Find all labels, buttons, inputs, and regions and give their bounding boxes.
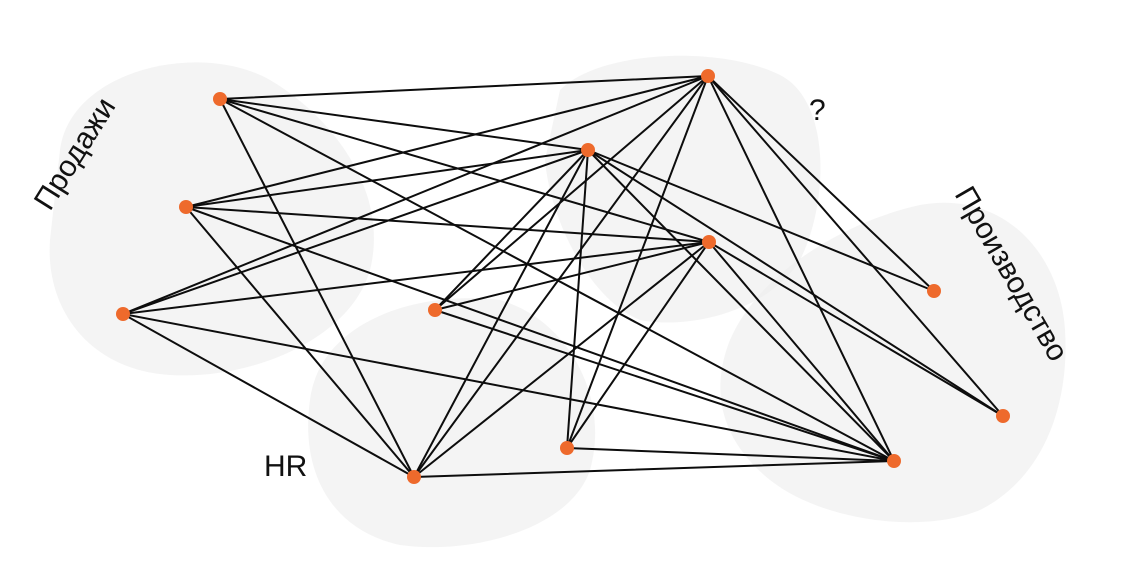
edge-u2-h1 [434, 149, 589, 311]
edge-s2-u3 [185, 206, 710, 243]
edge-s1-u3 [219, 98, 710, 243]
edge-h1-p3 [434, 309, 895, 462]
edge-s3-p3 [122, 313, 895, 462]
edge-h3-p3 [413, 460, 895, 478]
edge-s3-u1 [122, 75, 709, 315]
node-s2 [179, 200, 193, 214]
group-label-hr: HR [264, 450, 307, 483]
edge-u2-p3 [587, 149, 895, 462]
edge-u2-p2 [587, 149, 1004, 417]
edge-s1-h3 [219, 98, 415, 478]
edge-s3-h3 [122, 313, 415, 478]
node-s1 [213, 92, 227, 106]
edge-u3-p3 [708, 241, 895, 462]
edges [122, 75, 1004, 478]
group-label-unknown: ? [809, 94, 826, 127]
edge-s2-h3 [185, 206, 415, 478]
node-u2 [581, 143, 595, 157]
node-p3 [887, 454, 901, 468]
edge-u1-p3 [707, 75, 895, 462]
edge-s2-u1 [185, 75, 709, 208]
edge-h2-p3 [566, 447, 895, 462]
edge-s3-u3 [122, 241, 710, 315]
edge-u1-h1 [434, 75, 709, 311]
edge-s1-u1 [219, 75, 709, 100]
edge-u1-h2 [566, 75, 709, 449]
node-h3 [407, 470, 421, 484]
edge-u3-p2 [708, 241, 1004, 417]
edge-u1-p2 [707, 75, 1004, 417]
nodes [116, 69, 1010, 484]
edge-s1-u2 [219, 98, 589, 151]
edge-u2-h3 [413, 149, 589, 478]
edge-u2-h2 [566, 149, 589, 449]
edge-u2-p1 [587, 149, 935, 292]
edge-s3-u2 [122, 149, 589, 315]
group-backgrounds [49, 55, 1066, 548]
node-u3 [702, 235, 716, 249]
node-u1 [701, 69, 715, 83]
edge-u3-h2 [566, 241, 710, 449]
edge-s2-u2 [185, 149, 589, 208]
node-p1 [927, 284, 941, 298]
edge-u3-h1 [434, 241, 710, 311]
node-p2 [996, 409, 1010, 423]
node-h1 [428, 303, 442, 317]
edge-u3-h3 [413, 241, 710, 478]
edge-u1-p1 [707, 75, 935, 292]
node-s3 [116, 307, 130, 321]
group-area-hr [308, 298, 596, 548]
edge-u1-h3 [413, 75, 709, 478]
node-h2 [560, 441, 574, 455]
group-area-production [720, 202, 1066, 523]
group-area-sales [49, 62, 374, 376]
